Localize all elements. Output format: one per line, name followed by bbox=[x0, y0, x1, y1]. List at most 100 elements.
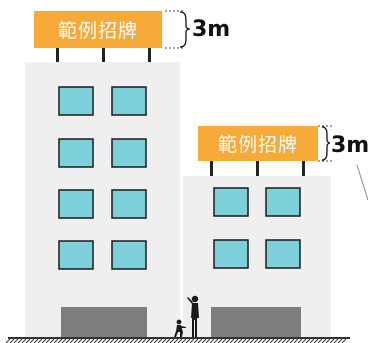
hatch-line bbox=[53, 338, 59, 343]
door bbox=[211, 307, 301, 338]
hatch-line bbox=[305, 338, 311, 343]
hatch-line bbox=[217, 338, 223, 343]
hatch-line bbox=[133, 338, 139, 343]
hatch-line bbox=[17, 338, 23, 343]
hatch-line bbox=[41, 338, 47, 343]
sign-leg bbox=[210, 161, 213, 176]
dimension-label: 3m bbox=[331, 133, 368, 158]
window bbox=[58, 138, 94, 168]
hatch-line bbox=[145, 338, 151, 343]
hatch-line bbox=[13, 338, 19, 343]
child-figure bbox=[174, 319, 186, 337]
hatch-line bbox=[201, 338, 207, 343]
hatch-line bbox=[89, 338, 95, 343]
hatch-line bbox=[213, 338, 219, 343]
ground-hatching bbox=[5, 338, 347, 343]
hatch-line bbox=[285, 338, 291, 343]
hatch-line bbox=[81, 338, 87, 343]
hatch-line bbox=[309, 338, 315, 343]
hatch-line bbox=[313, 338, 319, 343]
hatch-line bbox=[277, 338, 283, 343]
hatch-line bbox=[249, 338, 255, 343]
sign-text: 範例招牌 bbox=[218, 134, 298, 156]
hatch-line bbox=[221, 338, 227, 343]
hatch-line bbox=[189, 338, 195, 343]
hatch-line bbox=[261, 338, 267, 343]
hatch-line bbox=[109, 338, 115, 343]
hatch-line bbox=[97, 338, 103, 343]
hatch-line bbox=[297, 338, 303, 343]
hatch-line bbox=[69, 338, 75, 343]
sign-text: 範例招牌 bbox=[58, 20, 138, 42]
hatch-line bbox=[325, 338, 331, 343]
hatch-line bbox=[253, 338, 259, 343]
hatch-line bbox=[225, 338, 231, 343]
window bbox=[111, 138, 147, 168]
hatch-line bbox=[329, 338, 335, 343]
left-sign: 範例招牌 bbox=[34, 11, 162, 62]
door bbox=[61, 307, 147, 338]
hatch-line bbox=[337, 338, 343, 343]
window bbox=[58, 86, 94, 116]
hatch-line bbox=[173, 338, 179, 343]
window bbox=[213, 239, 249, 269]
sign-leg bbox=[302, 161, 305, 176]
dimension-label: 3m bbox=[192, 17, 230, 42]
hatch-line bbox=[117, 338, 123, 343]
left-building-body bbox=[25, 62, 180, 338]
dimension-bracket bbox=[321, 126, 331, 161]
sign-board bbox=[198, 126, 318, 161]
hatch-line bbox=[21, 338, 27, 343]
sign-leg bbox=[56, 48, 59, 62]
hatch-line bbox=[153, 338, 159, 343]
right-dimension: 3m bbox=[318, 125, 368, 201]
hatch-line bbox=[137, 338, 143, 343]
hatch-line bbox=[73, 338, 79, 343]
window bbox=[58, 240, 94, 270]
hatch-line bbox=[101, 338, 107, 343]
hatch-line bbox=[245, 338, 251, 343]
hatch-line bbox=[233, 338, 239, 343]
hatch-line bbox=[333, 338, 339, 343]
adult-figure bbox=[187, 295, 199, 337]
hatch-line bbox=[157, 338, 163, 343]
window bbox=[111, 86, 147, 116]
hatch-line bbox=[289, 338, 295, 343]
hatch-line bbox=[193, 338, 199, 343]
hatch-line bbox=[149, 338, 155, 343]
hatch-line bbox=[205, 338, 211, 343]
hatch-line bbox=[45, 338, 51, 343]
window bbox=[111, 240, 147, 270]
hatch-line bbox=[181, 338, 187, 343]
hatch-line bbox=[273, 338, 279, 343]
hatch-line bbox=[269, 338, 275, 343]
hatch-line bbox=[37, 338, 43, 343]
dimension-bracket bbox=[179, 11, 191, 48]
hatch-line bbox=[141, 338, 147, 343]
hatch-line bbox=[25, 338, 31, 343]
hatch-line bbox=[33, 338, 39, 343]
hatch-line bbox=[77, 338, 83, 343]
hatch-line bbox=[321, 338, 327, 343]
hatch-line bbox=[293, 338, 299, 343]
hatch-line bbox=[185, 338, 191, 343]
hatch-line bbox=[113, 338, 119, 343]
sign-leg bbox=[148, 48, 151, 62]
hatch-line bbox=[341, 338, 347, 343]
hatch-line bbox=[9, 338, 15, 343]
hatch-line bbox=[61, 338, 67, 343]
hatch-line bbox=[121, 338, 127, 343]
ground bbox=[5, 337, 350, 343]
sign-leg bbox=[256, 161, 259, 176]
hatch-line bbox=[129, 338, 135, 343]
hatch-line bbox=[29, 338, 35, 343]
hatch-line bbox=[105, 338, 111, 343]
hatch-line bbox=[65, 338, 71, 343]
hatch-line bbox=[93, 338, 99, 343]
window bbox=[265, 187, 301, 217]
hatch-line bbox=[229, 338, 235, 343]
hatch-line bbox=[317, 338, 323, 343]
hatch-line bbox=[5, 338, 11, 343]
hatch-line bbox=[49, 338, 55, 343]
